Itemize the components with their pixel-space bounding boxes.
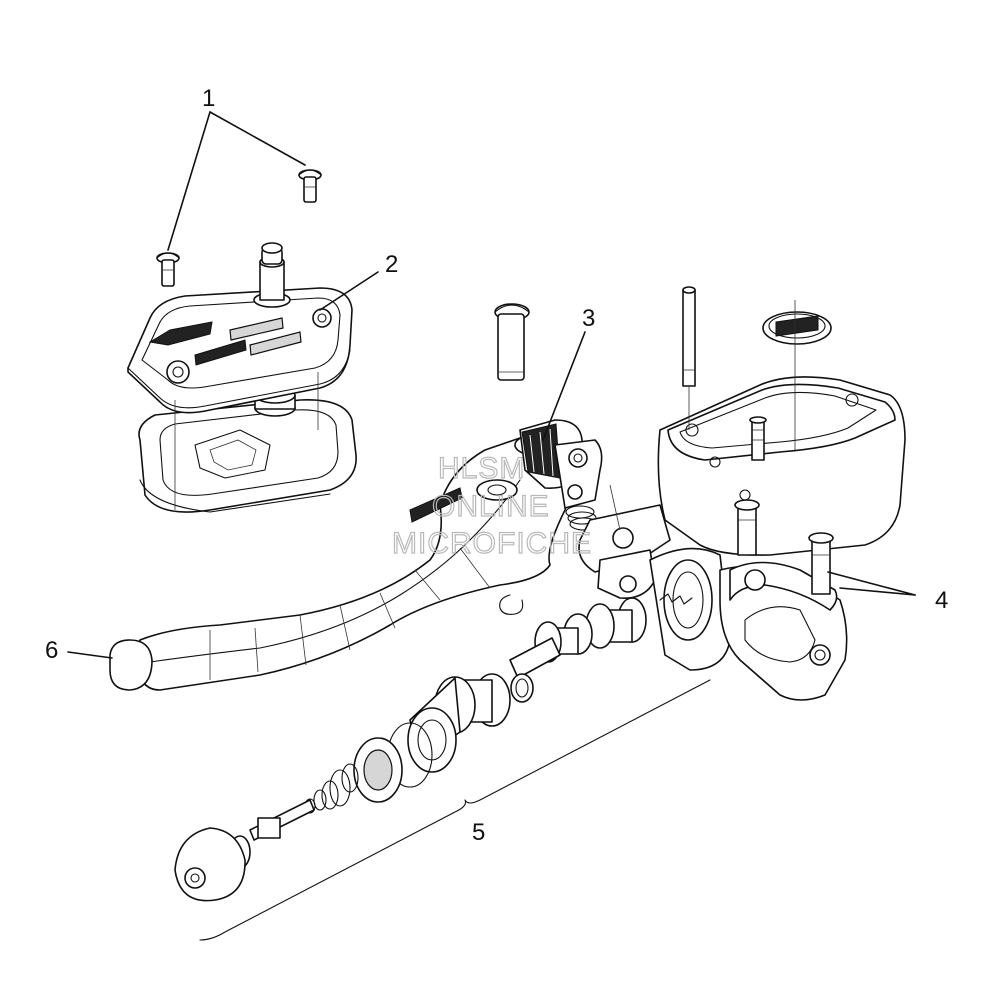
screw-right bbox=[298, 169, 322, 203]
callout-2: 2 bbox=[385, 251, 398, 278]
callout-6: 6 bbox=[45, 637, 58, 664]
part-6-brake-lever bbox=[109, 437, 576, 691]
watermark-line-3: MICROFICHE bbox=[392, 527, 592, 560]
watermark-line-2: ONLINE bbox=[432, 490, 550, 523]
leader-lines bbox=[67, 111, 916, 659]
part-4-clamp-bolts bbox=[734, 499, 834, 595]
watermark: HLSM ONLINE MICROFICHE bbox=[391, 451, 592, 560]
part-5-piston-kit bbox=[174, 593, 711, 941]
screw-left bbox=[156, 252, 180, 287]
callout-5: 5 bbox=[472, 819, 485, 846]
cone-spring bbox=[304, 763, 359, 814]
master-cylinder-body bbox=[578, 286, 906, 701]
callout-3: 3 bbox=[582, 305, 595, 332]
callout-4: 4 bbox=[935, 587, 948, 614]
part-2-reservoir-cover bbox=[127, 242, 357, 513]
part-1-screws bbox=[156, 169, 322, 287]
callout-1: 1 bbox=[202, 85, 215, 112]
pivot-pin bbox=[494, 303, 530, 381]
part-3-adjuster bbox=[476, 419, 603, 531]
watermark-line-1: HLSM bbox=[438, 452, 525, 485]
